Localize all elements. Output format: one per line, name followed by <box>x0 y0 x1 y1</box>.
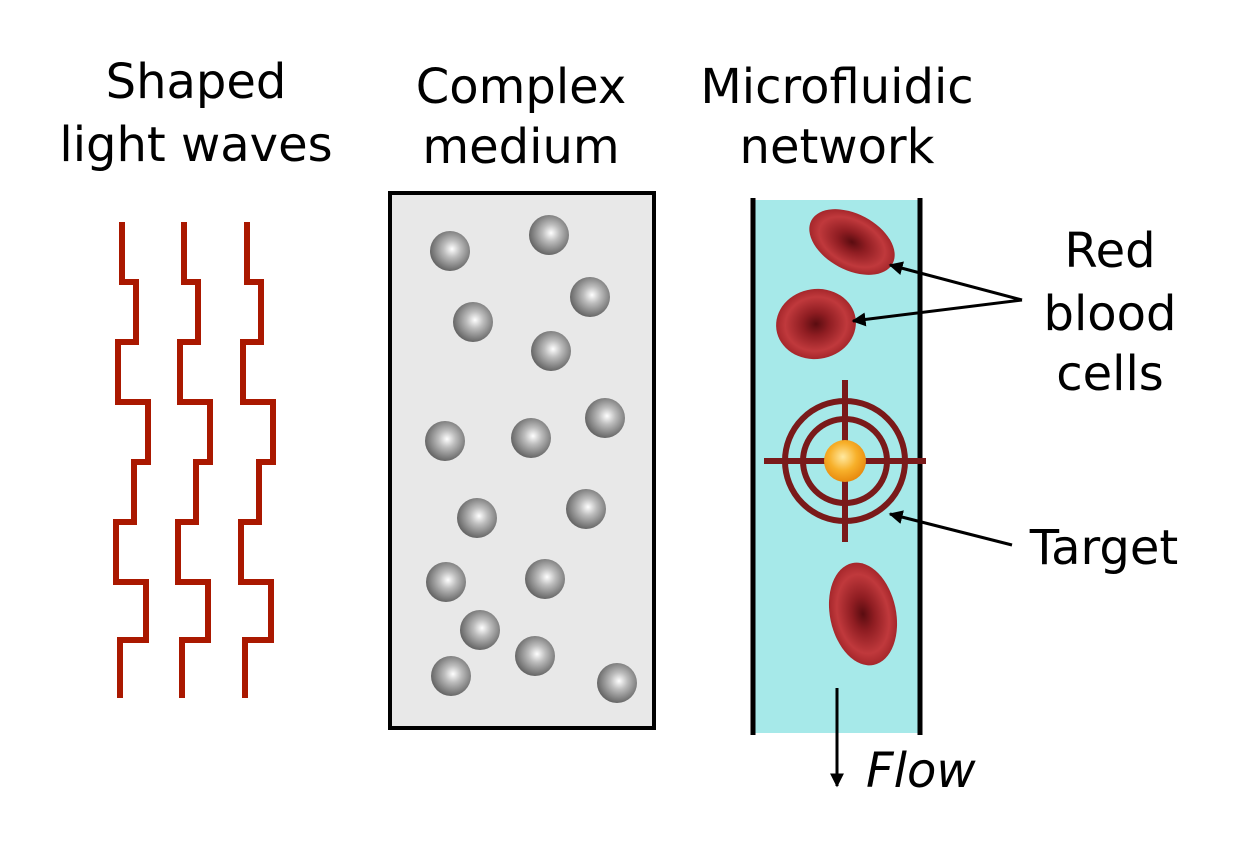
scatterer <box>529 215 569 255</box>
medium-title-line2: medium <box>422 119 619 175</box>
scatterers <box>425 215 637 703</box>
wave-1 <box>113 222 151 698</box>
scatterer <box>515 636 555 676</box>
flow-label: Flow <box>866 743 976 799</box>
scatterer <box>460 610 500 650</box>
scatterer <box>425 421 465 461</box>
scatterer <box>585 398 625 438</box>
red-blood-cells <box>776 209 898 666</box>
scatterer <box>511 418 551 458</box>
scatterer <box>525 559 565 599</box>
target-cell <box>824 440 866 482</box>
medium-title-line1: Complex <box>416 59 627 115</box>
scatterer <box>566 489 606 529</box>
scatterer <box>570 277 610 317</box>
network-title-line2: network <box>740 119 935 175</box>
rbc-label-line2: blood <box>1043 286 1176 342</box>
wave-2 <box>175 222 213 698</box>
complex-medium-box <box>388 191 656 730</box>
scatterer <box>457 498 497 538</box>
target-arrow <box>888 510 1013 547</box>
annotation-arrows <box>851 261 1023 547</box>
scatterer <box>453 302 493 342</box>
network-title-line1: Microfluidic <box>700 59 973 115</box>
rbc-label-line1: Red <box>1064 223 1155 279</box>
red-blood-cell-icon <box>828 562 898 666</box>
waves-title-line2: light waves <box>59 117 332 173</box>
scatterer <box>430 231 470 271</box>
rbc-arrow-top <box>888 261 1023 302</box>
shaped-waves <box>113 222 276 698</box>
target-label: Target <box>1029 520 1179 576</box>
scatterer <box>431 656 471 696</box>
rbc-label-line3: cells <box>1056 346 1164 402</box>
red-blood-cell-icon <box>809 209 895 275</box>
scatterer <box>426 562 466 602</box>
red-blood-cell-icon <box>776 288 856 360</box>
scatterer <box>597 663 637 703</box>
wave-3 <box>238 222 276 698</box>
rbc-arrow-bottom <box>851 298 1023 327</box>
waves-title-line1: Shaped <box>106 54 287 110</box>
scatterer <box>531 331 571 371</box>
